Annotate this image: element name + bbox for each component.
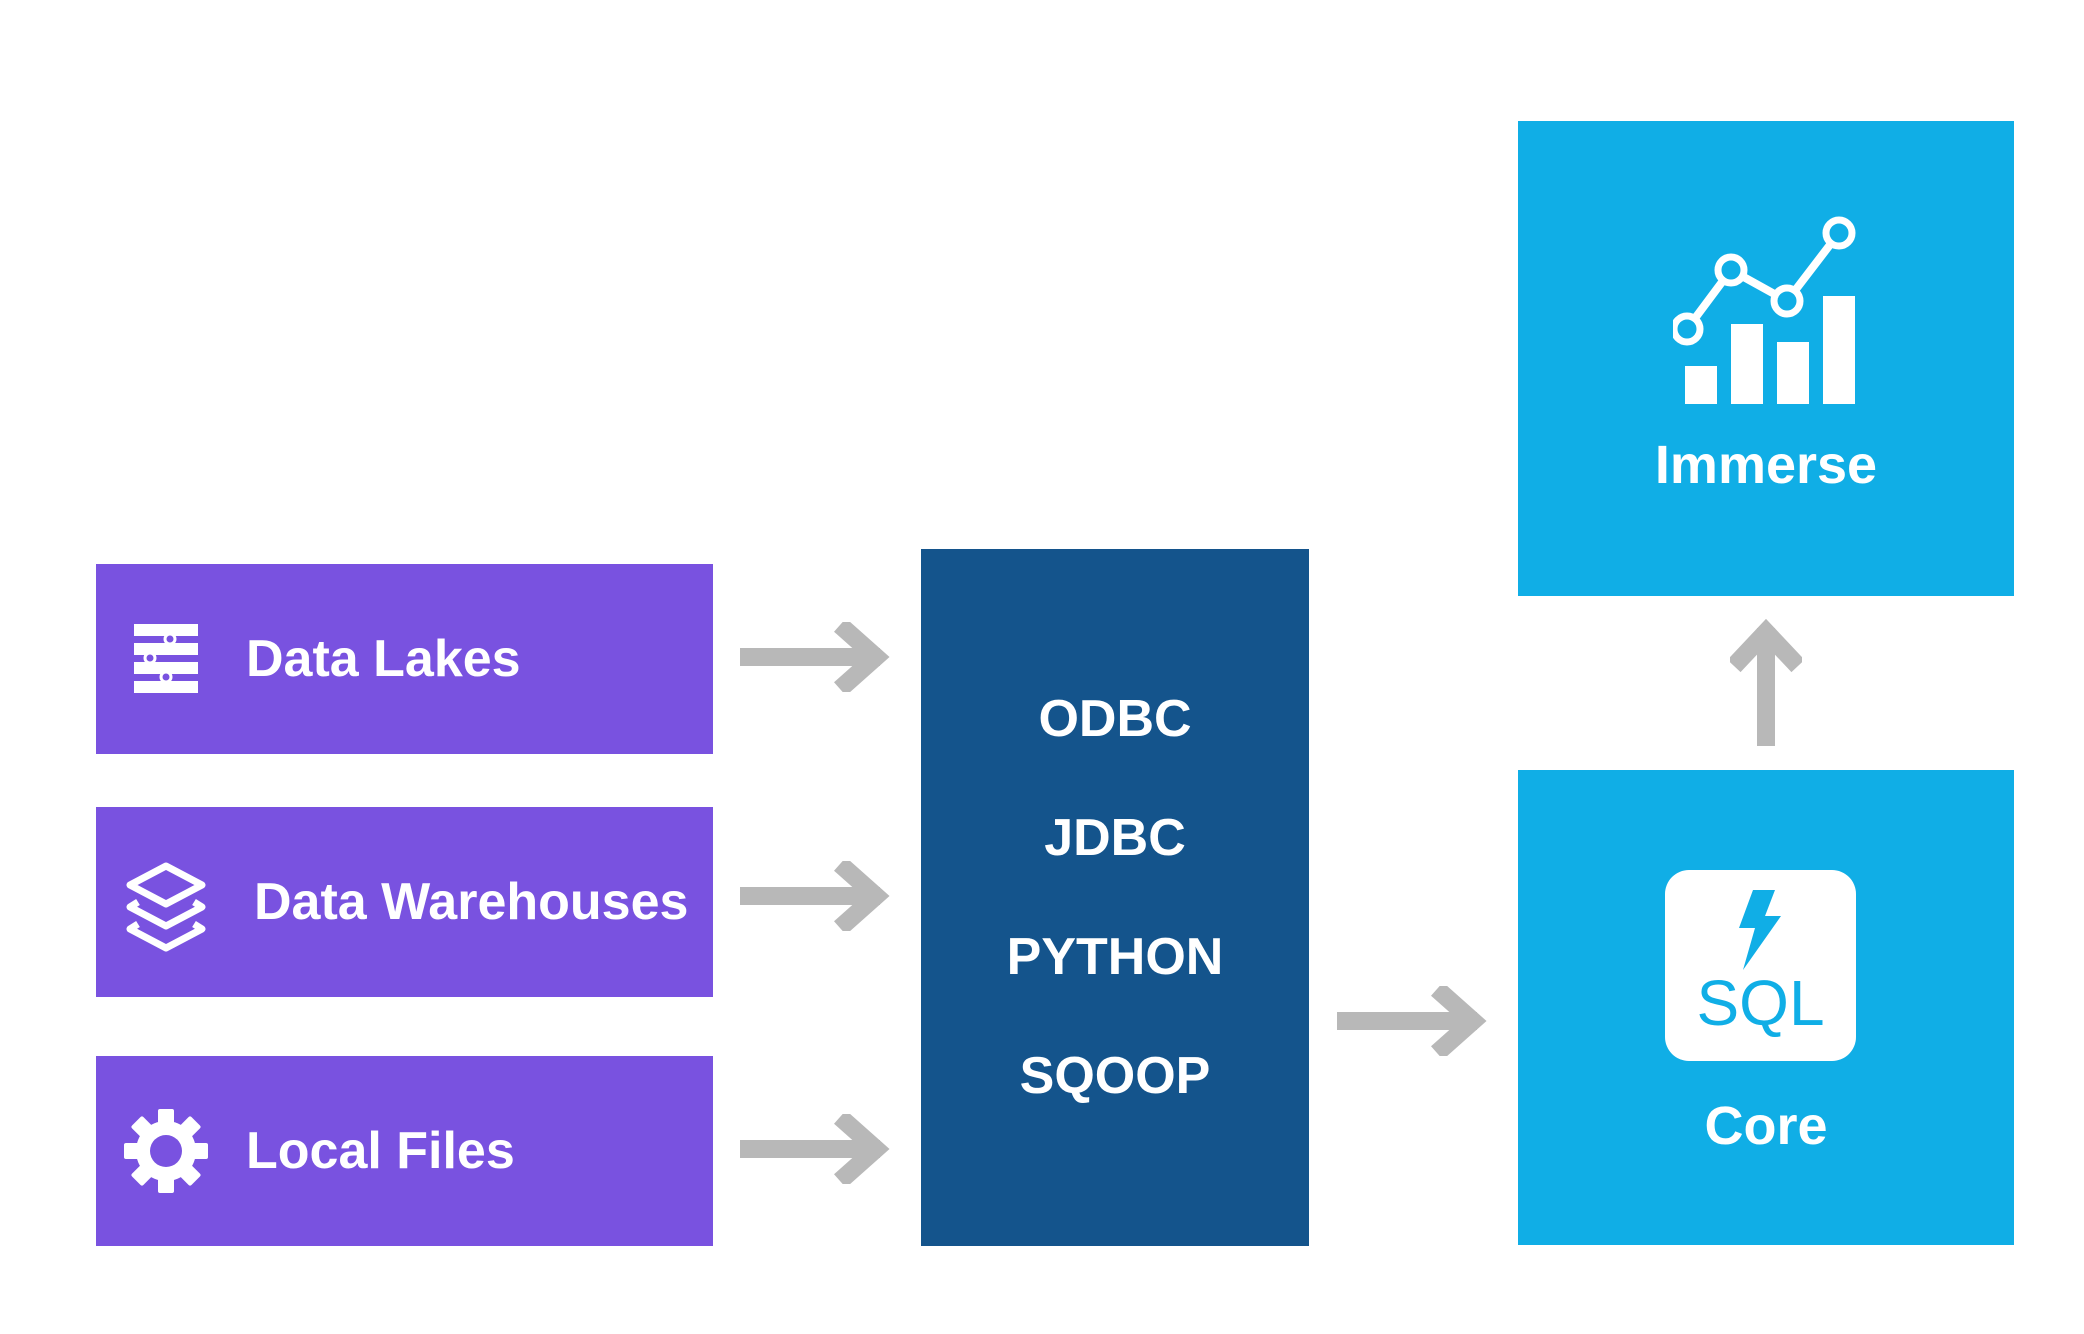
gear-icon [124, 1109, 208, 1193]
arrow-right-icon [740, 622, 890, 692]
lightning-bolt-icon [1739, 890, 1781, 970]
sql-label: SQL [1696, 967, 1825, 1039]
source-local-files: Local Files [96, 1056, 713, 1246]
connectors-box: ODBC JDBC PYTHON SQOOP [921, 549, 1309, 1246]
immerse-box: Immerse [1518, 121, 2014, 596]
arrow-right-icon [740, 861, 890, 931]
source-label: Data Warehouses [254, 873, 689, 931]
source-label: Local Files [246, 1122, 515, 1180]
analytics-chart-icon [1673, 216, 1856, 404]
layers-icon [126, 862, 206, 952]
data-lake-icon [134, 624, 198, 693]
arrow-up-icon [1730, 618, 1802, 746]
sql-tile: SQL [1665, 870, 1856, 1061]
core-label: Core [1704, 1096, 1828, 1156]
source-data-warehouses: Data Warehouses [96, 807, 713, 997]
source-label: Data Lakes [246, 630, 521, 688]
connector-odbc: ODBC [1038, 690, 1192, 748]
source-data-lakes: Data Lakes [96, 564, 713, 754]
arrow-right-icon [740, 1114, 890, 1184]
arrow-right-icon [1337, 986, 1487, 1056]
core-box: SQL Core [1518, 770, 2014, 1245]
immerse-label: Immerse [1654, 435, 1878, 495]
connector-list: ODBC JDBC PYTHON SQOOP [921, 689, 1309, 1165]
connector-sqoop: SQOOP [1019, 1047, 1211, 1105]
connector-python: PYTHON [1006, 928, 1224, 986]
connector-jdbc: JDBC [1044, 809, 1186, 867]
